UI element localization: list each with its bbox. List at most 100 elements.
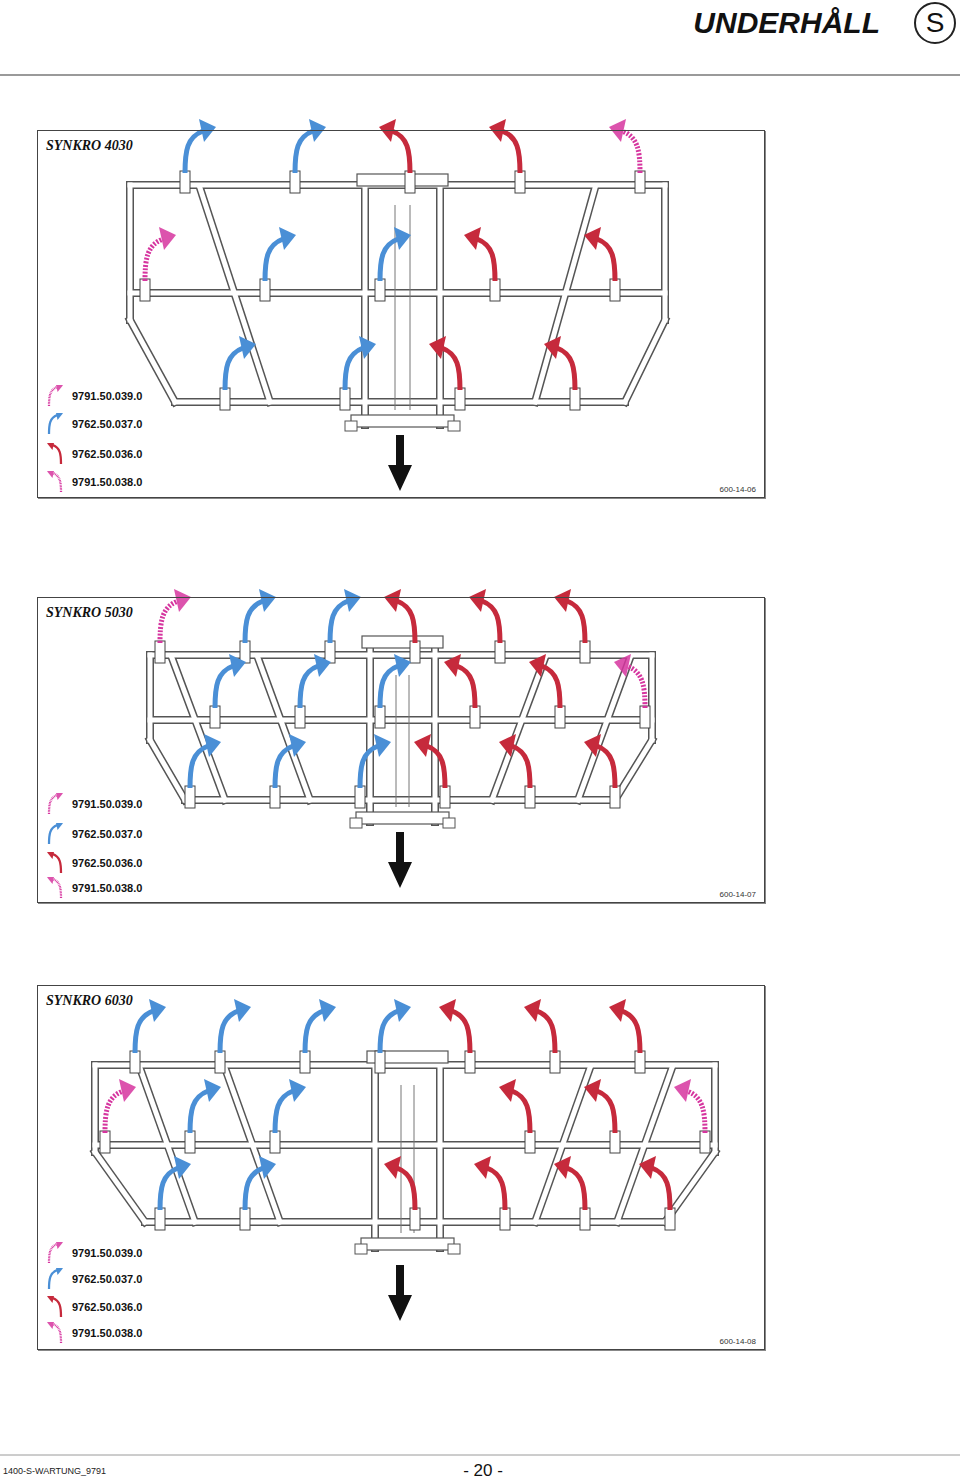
tine-arrow-head [204, 1079, 221, 1102]
frame-beam-fill [578, 658, 630, 800]
tine-holder [375, 706, 385, 728]
hitch-pin [350, 818, 362, 828]
frame-beam [492, 658, 545, 800]
tine-arrow-shaft [482, 601, 500, 643]
tine-arrow-shaft [487, 1168, 505, 1210]
frame-beam-fill [615, 740, 652, 800]
tine-holder [410, 1208, 420, 1230]
tine-arrow-head [584, 734, 601, 757]
tine-arrow-shaft [427, 746, 445, 788]
tine-arrow-head [47, 1296, 55, 1303]
tine-arrow-head [444, 654, 461, 677]
tine-holder [495, 641, 505, 663]
tine-holder [185, 786, 195, 808]
tine-arrow-head [469, 589, 486, 612]
tine-holder [580, 641, 590, 663]
tine-arrow-head [55, 823, 63, 830]
tine-holder [635, 1051, 645, 1073]
tine-holder [340, 388, 350, 410]
tine-holder [555, 706, 565, 728]
frame-beam [711, 1065, 719, 1152]
tine-arrow-head [55, 385, 63, 392]
frame-beam [661, 185, 669, 320]
tine-arrow-head [359, 336, 376, 359]
frame-beam-fill [438, 178, 443, 425]
frame-beam-fill [128, 185, 133, 320]
document-code: 1400-S-WARTUNG_9791 [3, 1466, 106, 1476]
legend-arrow [44, 1322, 66, 1344]
tine-holder [240, 1208, 250, 1230]
tine-holder [130, 1051, 140, 1073]
footer-rule [0, 1455, 960, 1456]
frame-beam-fill [185, 798, 615, 803]
tine-arrow-shaft [597, 1091, 615, 1133]
frame-beam-fill [148, 655, 153, 740]
tine-holder [220, 388, 230, 410]
tine-arrow-head [229, 654, 246, 677]
legend-arrow [44, 385, 66, 407]
frame-beam [130, 320, 175, 402]
tine-arrow-shaft [190, 1091, 208, 1133]
tine-arrow-shaft [567, 601, 585, 643]
frame-beam-fill [368, 640, 373, 822]
frame-beam-fill [363, 178, 368, 425]
part-number: 9762.50.037.0 [72, 1273, 142, 1285]
part-number: 9762.50.037.0 [72, 828, 142, 840]
legend-arrow [44, 823, 66, 845]
tine-arrow-head [414, 734, 431, 757]
tine-arrow-head [554, 589, 571, 612]
tine-arrow-shaft [380, 1011, 398, 1053]
tine-holder [700, 1131, 710, 1153]
tine-arrow-shaft [567, 1168, 585, 1210]
tine-arrow-head [259, 589, 276, 612]
frame-beam-fill [150, 740, 185, 800]
tine-arrow-shaft [185, 131, 203, 173]
legend-row: 9791.50.039.0 [44, 793, 142, 815]
tine-arrow-head [204, 734, 221, 757]
part-number: 9762.50.036.0 [72, 1301, 142, 1313]
hitch-pin [355, 1244, 367, 1254]
diagram-panel: SYNKRO 5030600-14-079791.50.039.09762.50… [37, 597, 765, 903]
drawbar-rail [401, 1085, 402, 1233]
frame-beam-fill [150, 653, 652, 658]
tine-arrow-shaft [397, 1168, 415, 1210]
tine-arrow-shaft [160, 1168, 178, 1210]
diagram-panel: SYNKRO 6030600-14-089791.50.039.09762.50… [37, 985, 765, 1350]
tine-arrow-shaft [687, 1091, 705, 1133]
legend-row: 9762.50.037.0 [44, 1268, 142, 1290]
tine-arrow-head [384, 589, 401, 612]
tine-arrow-shaft [345, 348, 363, 390]
frame-beam-fill [438, 1055, 443, 1248]
tine-arrow-shaft [49, 795, 57, 814]
tine-arrow-shaft [622, 1011, 640, 1053]
tine-arrow-head [47, 1322, 55, 1329]
tine-holder [100, 1131, 110, 1153]
frame-beam-fill [373, 1055, 378, 1248]
tine-arrow-head [119, 1079, 136, 1102]
legend-arrow [44, 1296, 66, 1318]
tine-arrow-shaft [452, 1011, 470, 1053]
tine-arrow-shaft [557, 348, 575, 390]
part-number: 9762.50.036.0 [72, 448, 142, 460]
frame-beam [615, 740, 652, 800]
tine-holder [525, 786, 535, 808]
tine-arrow-shaft [53, 879, 61, 898]
tine-holder [270, 1131, 280, 1153]
tine-arrow-shaft [265, 239, 283, 281]
tine-arrow-shaft [477, 239, 495, 281]
tine-holder [290, 171, 300, 193]
panel-heading: SYNKRO 5030 [46, 605, 133, 621]
frame-beam [578, 658, 630, 800]
hitch-plate [356, 812, 449, 824]
tine-arrow-shaft [392, 131, 410, 173]
tine-arrow-head [584, 1079, 601, 1102]
travel-direction-arrow [388, 435, 412, 491]
legend-arrow [44, 793, 66, 815]
hitch-pin [448, 1244, 460, 1254]
tine-arrow-head [384, 1156, 401, 1179]
frame-beam [130, 289, 665, 297]
legend-row: 9791.50.038.0 [44, 471, 142, 493]
tine-arrow-shaft [160, 601, 178, 643]
tine-arrow-shaft [622, 131, 640, 173]
tine-holder [490, 279, 500, 301]
